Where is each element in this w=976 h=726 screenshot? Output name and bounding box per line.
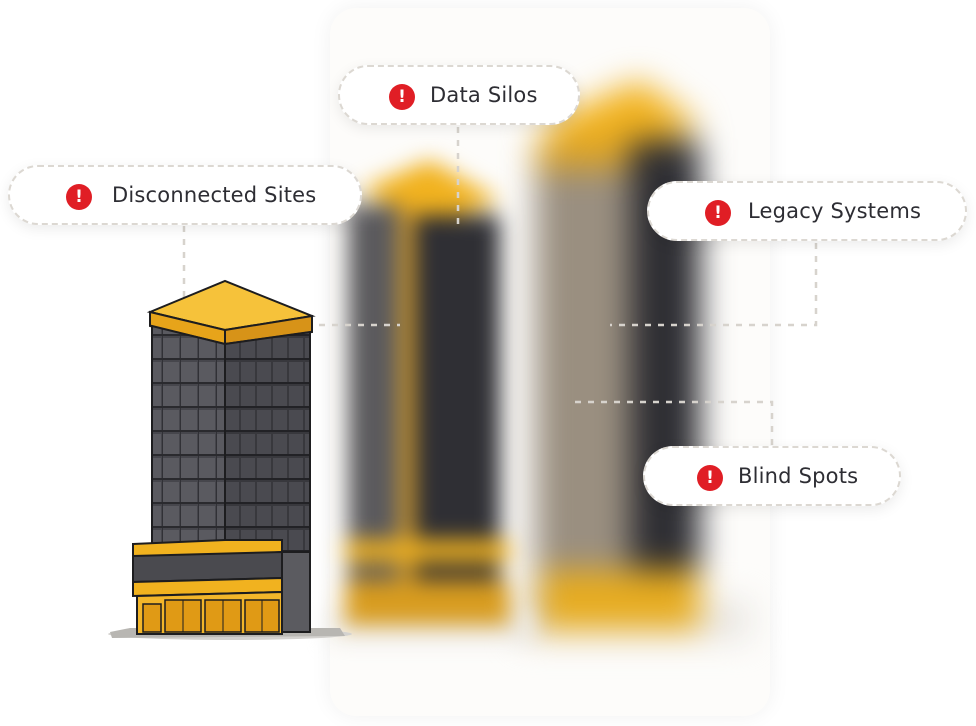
alert-icon: ! (66, 184, 92, 210)
callout-legacy-systems: ! Legacy Systems (647, 181, 967, 241)
far-building (520, 80, 750, 640)
callout-label: Blind Spots (738, 464, 859, 488)
callout-label: Data Silos (430, 83, 538, 107)
foreground-building (108, 279, 352, 640)
middle-building (330, 160, 530, 640)
alert-icon: ! (705, 200, 731, 226)
connector-lines (182, 127, 818, 445)
callout-label: Disconnected Sites (112, 183, 317, 207)
alert-icon: ! (389, 84, 415, 110)
callout-blind-spots: ! Blind Spots (643, 446, 901, 506)
callout-data-silos: ! Data Silos (338, 65, 580, 125)
callout-disconnected-sites: ! Disconnected Sites (8, 165, 362, 225)
callout-label: Legacy Systems (748, 199, 922, 223)
alert-icon: ! (697, 465, 723, 491)
